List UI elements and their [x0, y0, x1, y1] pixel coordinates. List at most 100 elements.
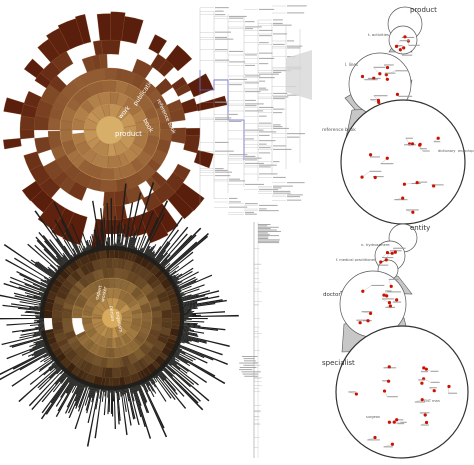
- sunburst-bottom-spike: [126, 192, 142, 252]
- sunburst-bottom-spike: [148, 374, 167, 402]
- bubble-dot-text: [419, 148, 427, 150]
- sunburst-bottom-spike: [168, 273, 179, 281]
- bubble-dot-text: [418, 181, 428, 183]
- sunburst-bottom-spike: [6, 322, 45, 326]
- sunburst-top-segment: [187, 73, 214, 98]
- sunburst-bottom-spike: [104, 385, 107, 397]
- sunburst-bottom-spike: [116, 224, 119, 251]
- tree-top-node-text: [259, 106, 274, 108]
- sunburst-bottom-spike: [110, 385, 112, 393]
- sunburst-bottom-spike: [142, 213, 166, 258]
- bubble-dot: [387, 301, 392, 305]
- sunburst-bottom-spike: [39, 335, 47, 338]
- tree-top-node-text: [245, 26, 262, 28]
- bubble-dot: [420, 398, 424, 402]
- sunburst-bottom-spike: [150, 216, 183, 263]
- sunburst-bottom-spike: [48, 268, 59, 277]
- tree-bottom-node-text: [258, 225, 268, 227]
- sunburst-bottom-spike: [48, 359, 59, 369]
- bubble-top-label-b3: reference book: [322, 127, 356, 133]
- sunburst-bottom-spike: [87, 382, 91, 387]
- sunburst-bottom-spike: [151, 372, 172, 399]
- sunburst-top-segment: [75, 14, 92, 45]
- sunburst-bottom-spike: [177, 335, 207, 344]
- tree-top-node-text: [259, 29, 273, 31]
- sunburst-bottom-spike: [157, 233, 188, 268]
- sunburst-bottom-spike: [63, 368, 67, 372]
- sunburst-bottom-spike: [51, 356, 57, 361]
- sunburst-bottom-spike: [177, 290, 211, 301]
- sunburst-bottom-spike: [72, 248, 79, 259]
- tree-top-node-text: [287, 199, 302, 201]
- sunburst-bottom-spike: [76, 254, 80, 259]
- sunburst-bottom-spike: [112, 225, 114, 251]
- sunburst-bottom-spike: [128, 237, 133, 253]
- bubble-dot-text: [367, 439, 380, 441]
- tree-top-node-text: [273, 126, 283, 128]
- tree-bottom-node-text: [258, 239, 280, 241]
- sunburst-top-segment: [21, 180, 43, 202]
- bubble-bottom-label-b3: doctor: [323, 292, 341, 298]
- sunburst-bottom-spike: [165, 359, 199, 386]
- sunburst-bottom-spike: [106, 203, 110, 251]
- tree-top-node-text: [273, 187, 282, 189]
- sunburst-bottom-spike: [66, 376, 78, 394]
- sunburst-bottom-spike: [46, 279, 54, 285]
- sunburst-bottom-spike: [146, 244, 157, 260]
- tree-top-node-text: [229, 17, 244, 19]
- bubble-dot: [436, 136, 440, 140]
- sunburst-bottom-spike: [176, 288, 200, 297]
- sunburst-top-segment: [3, 97, 25, 115]
- sunburst-bottom-spike: [145, 377, 154, 392]
- sunburst-bottom-spike: [171, 280, 180, 286]
- bubble-dot-text: [385, 290, 392, 292]
- sunburst-bottom-spike: [84, 382, 93, 406]
- tree-top-node-text: [259, 173, 278, 175]
- bubble-dot-text: [387, 396, 398, 398]
- bubble-dot-text: [384, 72, 396, 74]
- sunburst-top-segment: [185, 128, 201, 137]
- sunburst-bottom-spike: [44, 279, 53, 285]
- sunburst-bottom-spike: [74, 377, 80, 387]
- bubble-dot: [382, 293, 386, 297]
- sunburst-bottom-spike: [136, 381, 150, 414]
- bubble-dot: [360, 175, 364, 179]
- tree-top-links: [199, 5, 312, 215]
- sunburst-bottom-spike: [100, 228, 104, 251]
- sunburst-bottom-spike: [75, 380, 87, 407]
- tree-top-node-text: [259, 89, 269, 91]
- bubble-dot-text: [402, 54, 413, 56]
- sunburst-bottom-spike: [93, 229, 99, 252]
- sunburst-top-segment: [23, 90, 42, 109]
- sunburst-bottom-spike: [157, 368, 167, 379]
- sunburst-top-ring: [59, 79, 161, 181]
- sunburst-bottom-spike: [159, 227, 202, 270]
- sunburst-top-ring: [95, 115, 125, 145]
- tree-top-node-text: [287, 12, 305, 14]
- bubble-dot: [432, 389, 436, 393]
- sunburst-bottom-spike: [167, 356, 189, 372]
- tree-bottom-node-text: [258, 235, 280, 237]
- sunburst-bottom-spike: [39, 314, 45, 316]
- sunburst-bottom-spike: [46, 349, 53, 354]
- bubble-dot-text: [383, 446, 393, 448]
- sunburst-bottom-spike: [34, 321, 45, 323]
- sunburst-bottom-spike: [63, 255, 71, 265]
- sunburst-bottom-spike: [179, 325, 219, 331]
- sunburst-bottom-spike: [179, 327, 194, 331]
- sunburst-bottom-spike: [33, 338, 48, 344]
- sunburst-bottom-spike: [152, 229, 180, 264]
- tree-top-node-text: [245, 21, 255, 23]
- sunburst-bottom-spike: [19, 301, 46, 307]
- sunburst-bottom-spike: [155, 226, 189, 267]
- sunburst-bottom-spike: [49, 361, 61, 372]
- sunburst-bottom-spike: [23, 278, 50, 291]
- sunburst-bottom-spike: [86, 384, 100, 447]
- bubble-bottom-dot-label-1: surgeon: [366, 415, 380, 419]
- sunburst-bottom-spike: [115, 385, 117, 394]
- sunburst-bottom-spike: [73, 253, 78, 260]
- sunburst-bottom-spike: [167, 355, 208, 384]
- bubble-dot-text: [397, 423, 405, 425]
- sunburst-bottom-spike: [114, 385, 116, 392]
- sunburst-bottom-spike: [82, 248, 87, 256]
